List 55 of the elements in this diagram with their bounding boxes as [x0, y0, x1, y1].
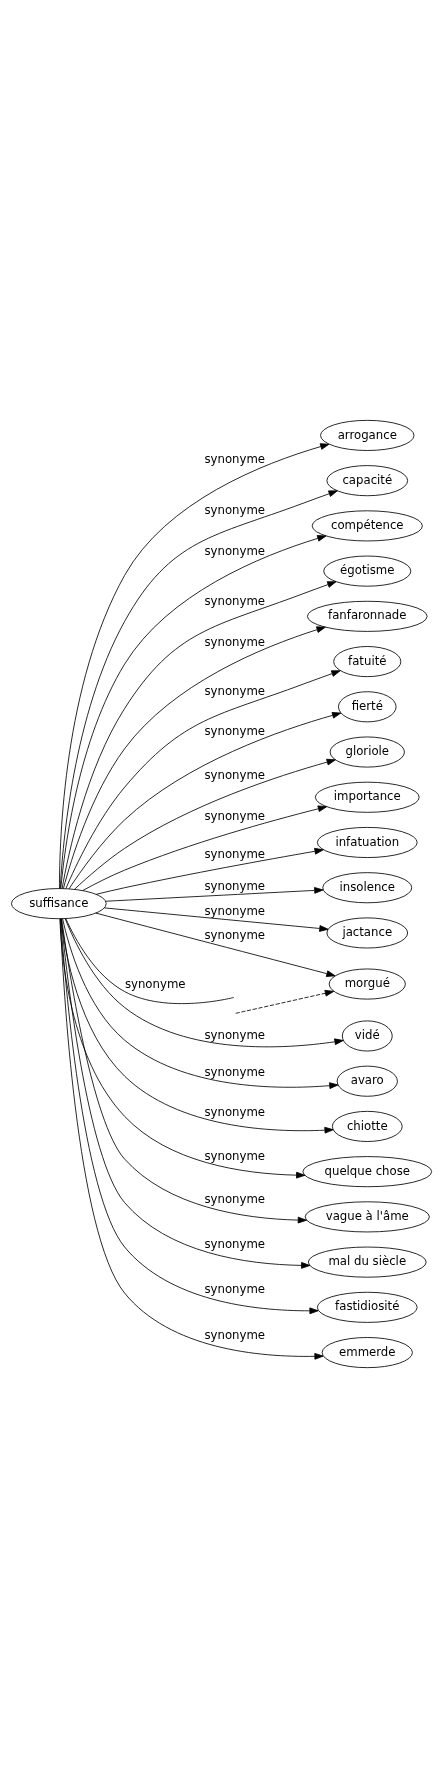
node-ellipse: gloriole	[329, 736, 405, 768]
edge-label: synonyme	[204, 634, 266, 649]
edge-label: synonyme	[204, 846, 266, 861]
arrow	[95, 912, 336, 977]
arrow	[61, 917, 307, 1223]
edge-label: synonyme	[204, 878, 266, 893]
node-ellipse: vidé	[341, 1019, 393, 1051]
edge-label: synonyme	[204, 1064, 266, 1078]
arrow	[95, 847, 324, 895]
edge-label: synonyme	[204, 502, 266, 517]
edge-label: synonyme	[204, 927, 266, 942]
arrow	[59, 917, 306, 1178]
edge-label: synonyme	[204, 1327, 266, 1342]
node-ellipse: chiotte	[331, 1110, 403, 1142]
arrow	[62, 917, 339, 1089]
edge-label: synonyme	[204, 903, 266, 918]
arrow	[60, 918, 334, 1134]
edge-label: synonyme	[204, 767, 266, 782]
node-ellipse: emmerde	[321, 1336, 413, 1368]
edge-label: synonyme	[204, 808, 266, 823]
edge-label: synonyme	[204, 723, 266, 738]
arrow	[103, 907, 329, 932]
node-ellipse: fatuité	[333, 645, 402, 677]
edge-label: synonyme	[204, 1148, 266, 1163]
arrow	[74, 758, 336, 890]
node-ellipse: quelque chose	[302, 1155, 433, 1187]
arrow	[105, 886, 324, 902]
edge-label: synonyme	[204, 683, 266, 698]
arrow	[61, 580, 337, 889]
edge-label: synonyme	[204, 1236, 266, 1251]
edge-label: synonyme	[204, 1191, 266, 1206]
edge-label: synonyme	[204, 451, 266, 466]
edge-label: synonyme	[204, 1281, 266, 1296]
arrow	[68, 711, 342, 889]
arrow	[65, 669, 341, 889]
arrow	[82, 804, 328, 891]
node-ellipse: morgué	[328, 968, 406, 1000]
arrow	[63, 625, 326, 889]
edge-label: synonyme	[124, 976, 186, 991]
edge-label: synonyme	[204, 1104, 266, 1119]
node-ellipse: insolence	[322, 871, 413, 903]
node-ellipse: jactance	[326, 916, 409, 948]
node-ellipse: fastidiosité	[316, 1291, 418, 1323]
node-ellipse: mal du siècle	[307, 1246, 427, 1278]
arrow	[64, 917, 344, 1047]
arrow	[235, 989, 335, 1014]
edge-label: synonyme	[204, 1027, 266, 1042]
arrow	[60, 534, 327, 889]
edge-label: synonyme	[204, 593, 266, 608]
node-ellipse: fierté	[338, 690, 397, 722]
connector	[65, 917, 235, 1004]
node-ellipse: avaro	[336, 1065, 398, 1097]
edge-label: synonyme	[204, 543, 266, 558]
node-ellipse: suffisance	[11, 887, 107, 919]
node-ellipse: vague à l'âme	[304, 1200, 430, 1232]
